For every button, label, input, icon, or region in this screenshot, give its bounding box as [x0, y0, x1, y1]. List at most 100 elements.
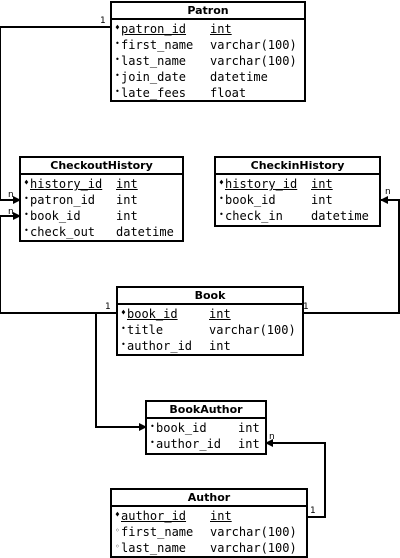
field-name: book_id	[30, 209, 81, 223]
bullet-icon: •	[24, 226, 29, 235]
line-book-checkin	[303, 196, 400, 314]
field-name: first_name	[121, 525, 194, 539]
bullet-icon: •	[115, 71, 120, 80]
field-row: ♦book_id int	[121, 306, 302, 322]
cardinality-patron-checkout-from: 1	[100, 16, 106, 26]
field-type: int	[210, 509, 232, 523]
field-name: join_date	[121, 70, 187, 84]
bullet-icon: •	[219, 194, 224, 203]
field-type: int	[210, 22, 232, 36]
field-type: varchar(100)	[210, 54, 297, 68]
bullet-icon: •	[24, 210, 29, 219]
field-type: int	[116, 177, 138, 191]
field-row: •join_date datetime	[115, 69, 304, 85]
field-name: late_fees	[121, 86, 187, 100]
line-patron-checkout	[0, 26, 111, 204]
pk-diamond-icon: ♦	[115, 510, 120, 519]
entity-title: Author	[112, 490, 306, 507]
field-name: author_id	[127, 339, 193, 353]
entity-title: CheckoutHistory	[21, 158, 182, 175]
field-type: float	[210, 86, 247, 100]
bullet-icon: •	[121, 324, 126, 333]
bullet-icon: •	[24, 194, 29, 203]
bullet-icon: •	[115, 87, 120, 96]
entity-title: BookAuthor	[147, 402, 265, 419]
field-row: ♦author_id int	[115, 508, 306, 524]
field-row: ♦history_id int	[219, 176, 379, 192]
field-row: •title varchar(100)	[121, 322, 302, 338]
cardinality-author-bookauthor-to: n	[269, 432, 275, 442]
entity-author[interactable]: Author ♦author_id int ◦first_name varchar(…	[110, 488, 308, 558]
field-name: author_id	[121, 509, 187, 523]
entity-title: Patron	[112, 3, 304, 20]
line-book-checkout	[0, 212, 117, 314]
field-name: last_name	[121, 541, 187, 555]
field-type: int	[209, 339, 231, 353]
field-row: ♦patron_id int	[115, 21, 304, 37]
field-row: •check_out datetime	[24, 224, 182, 240]
pk-diamond-icon: ♦	[219, 178, 224, 187]
cardinality-patron-checkout-to: n	[8, 190, 14, 200]
bullet-icon: •	[115, 39, 120, 48]
field-row: •book_id int	[24, 208, 182, 224]
field-type: int	[311, 193, 333, 207]
bullet-icon: •	[121, 340, 126, 349]
cardinality-book-checkout-from: 1	[105, 302, 111, 312]
field-name: title	[127, 323, 164, 337]
pk-diamond-icon: ♦	[24, 178, 29, 187]
field-type: int	[209, 307, 231, 321]
field-row: •late_fees float	[115, 85, 304, 101]
field-type: datetime	[311, 209, 369, 223]
line-book-bookauthor	[95, 312, 147, 431]
field-name: book_id	[156, 421, 207, 435]
bullet-icon: •	[115, 55, 120, 64]
field-name: history_id	[225, 177, 298, 191]
bullet-icon: •	[150, 438, 155, 447]
field-name: last_name	[121, 54, 187, 68]
field-name: history_id	[30, 177, 103, 191]
field-type: datetime	[210, 70, 268, 84]
pk-diamond-icon: ♦	[115, 23, 120, 32]
field-type: datetime	[116, 225, 174, 239]
bullet-icon: •	[150, 422, 155, 431]
field-type: int	[116, 193, 138, 207]
field-type: varchar(100)	[210, 38, 297, 52]
field-type: varchar(100)	[209, 323, 296, 337]
field-row: ♦history_id int	[24, 176, 182, 192]
hollow-bullet-icon: ◦	[115, 542, 120, 551]
hollow-bullet-icon: ◦	[115, 526, 120, 535]
field-name: book_id	[225, 193, 276, 207]
field-row: •author_id int	[121, 338, 302, 354]
cardinality-book-checkout-to: n	[8, 207, 14, 217]
field-name: patron_id	[121, 22, 187, 36]
entity-title: Book	[118, 288, 302, 305]
field-type: int	[311, 177, 333, 191]
cardinality-book-checkin-from: 1	[303, 302, 309, 312]
entity-title: CheckinHistory	[216, 158, 379, 175]
field-name: book_id	[127, 307, 178, 321]
field-row: ◦first_name varchar(100)	[115, 524, 306, 540]
field-type: varchar(100)	[210, 525, 297, 539]
field-row: ◦last_name varchar(100)	[115, 540, 306, 556]
cardinality-book-checkin-to: n	[385, 187, 391, 197]
cardinality-author-bookauthor-from: 1	[310, 506, 316, 516]
field-type: int	[238, 437, 260, 451]
field-name: check_in	[225, 209, 283, 223]
field-name: check_out	[30, 225, 96, 239]
pk-diamond-icon: ♦	[121, 308, 126, 317]
line-author-bookauthor	[265, 439, 326, 518]
field-row: •book_id int	[219, 192, 379, 208]
field-type: int	[116, 209, 138, 223]
field-type: varchar(100)	[210, 541, 297, 555]
